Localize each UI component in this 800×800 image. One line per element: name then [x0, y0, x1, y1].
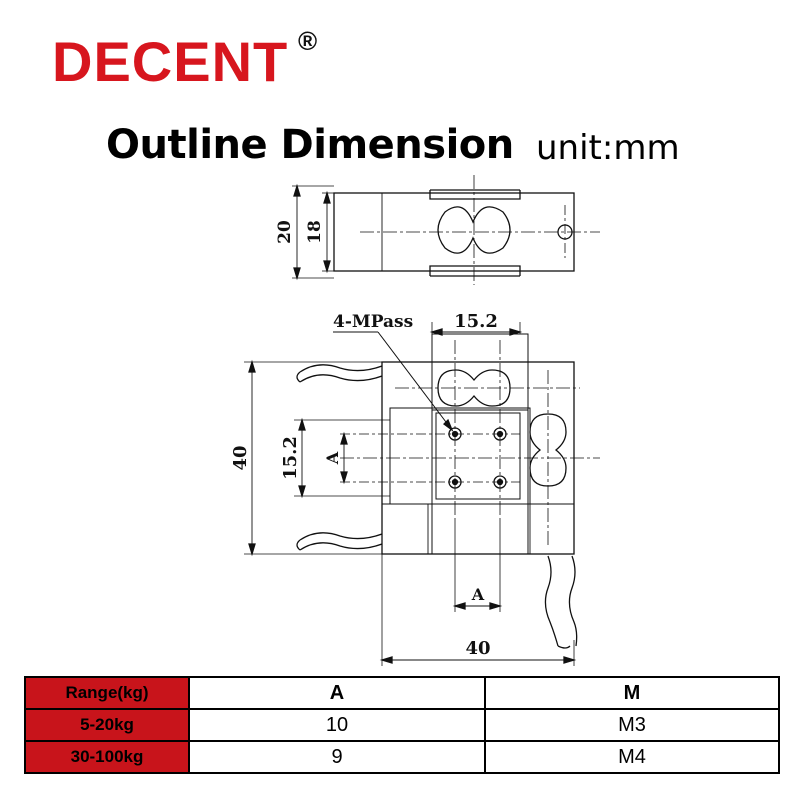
- callout-thread-pass: 4-MPass: [333, 312, 413, 332]
- row-range: 5-20kg: [24, 708, 190, 742]
- header-range: Range(kg): [24, 676, 190, 710]
- cable-top-upper: [299, 364, 383, 373]
- table-header-row: Range(kg) A M: [24, 676, 780, 710]
- dim-front-a-bottom: A: [471, 585, 485, 604]
- cable-right: [544, 555, 559, 647]
- table-row: 30-100kg 9 M4: [24, 740, 780, 774]
- dim-front-hole-spacing: 15.2: [280, 436, 301, 480]
- row-range: 30-100kg: [24, 740, 190, 774]
- unit-label: unit:mm: [536, 128, 680, 168]
- dim-front-top: 15.2: [454, 311, 498, 332]
- spec-table: Range(kg) A M 5-20kg 10 M3 30-100kg 9 M4: [24, 676, 780, 774]
- top-view-slot: [437, 206, 511, 254]
- dim-top-view-inner: 18: [305, 220, 325, 244]
- top-view: [292, 175, 600, 285]
- table-row: 5-20kg 10 M3: [24, 708, 780, 742]
- page-title: Outline Dimension: [106, 122, 514, 168]
- header-a: A: [188, 676, 486, 710]
- row-a-value: 10: [188, 708, 486, 742]
- dim-front-height: 40: [230, 445, 251, 470]
- top-view-hole: [557, 224, 573, 240]
- row-m-value: M3: [484, 708, 780, 742]
- brand-logo: DECENT: [52, 30, 289, 93]
- dim-front-a-side: A: [323, 451, 342, 465]
- registered-mark: ®: [298, 26, 318, 56]
- row-a-value: 9: [188, 740, 486, 774]
- dim-top-view-outer: 20: [275, 220, 295, 244]
- outline-drawing: 20 18: [230, 175, 600, 666]
- front-view: [244, 322, 600, 666]
- row-m-value: M4: [484, 740, 780, 774]
- cable-bottom-left: [299, 532, 383, 541]
- header-m: M: [484, 676, 780, 710]
- dim-front-width: 40: [465, 638, 490, 659]
